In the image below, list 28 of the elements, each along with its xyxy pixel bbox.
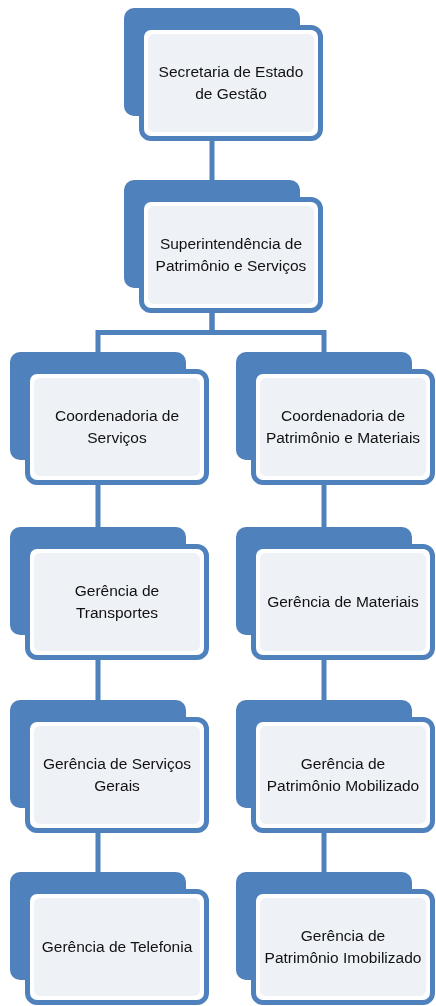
connector-line xyxy=(321,660,327,700)
connector-line xyxy=(95,660,101,700)
box-label: Gerência de Materiais xyxy=(266,592,420,613)
box-label: Superintendência de Patrimônio e Serviços xyxy=(154,234,308,276)
org-chart-box xyxy=(236,700,435,833)
connector-line xyxy=(95,833,101,872)
connector-line xyxy=(321,833,327,872)
box-label: Gerência de Serviços Gerais xyxy=(41,754,193,796)
org-chart-box xyxy=(10,527,209,660)
org-chart-box xyxy=(236,872,435,1005)
box-label: Coordenadoria de Patrimônio e Materiais xyxy=(264,406,422,448)
box-label: Gerência de Telefonia xyxy=(40,937,194,958)
org-chart-box xyxy=(124,180,323,313)
connector-line xyxy=(209,313,327,352)
org-chart-box xyxy=(124,8,323,141)
connector-line xyxy=(95,485,101,527)
org-chart-box xyxy=(10,872,209,1005)
box-label: Gerência de Patrimônio Mobilizado xyxy=(265,754,421,796)
box-label: Gerência de Transportes xyxy=(73,581,161,623)
box-label: Coordenadoria de Serviços xyxy=(53,406,181,448)
org-chart-box xyxy=(236,352,435,485)
connector-line xyxy=(209,141,215,180)
org-chart-box xyxy=(10,700,209,833)
box-label: Secretaria de Estado de Gestão xyxy=(157,62,305,104)
box-label: Gerência de Patrimônio Imobilizado xyxy=(263,926,423,968)
org-chart-box xyxy=(10,352,209,485)
connector-line xyxy=(321,485,327,527)
org-chart-box xyxy=(236,527,435,660)
